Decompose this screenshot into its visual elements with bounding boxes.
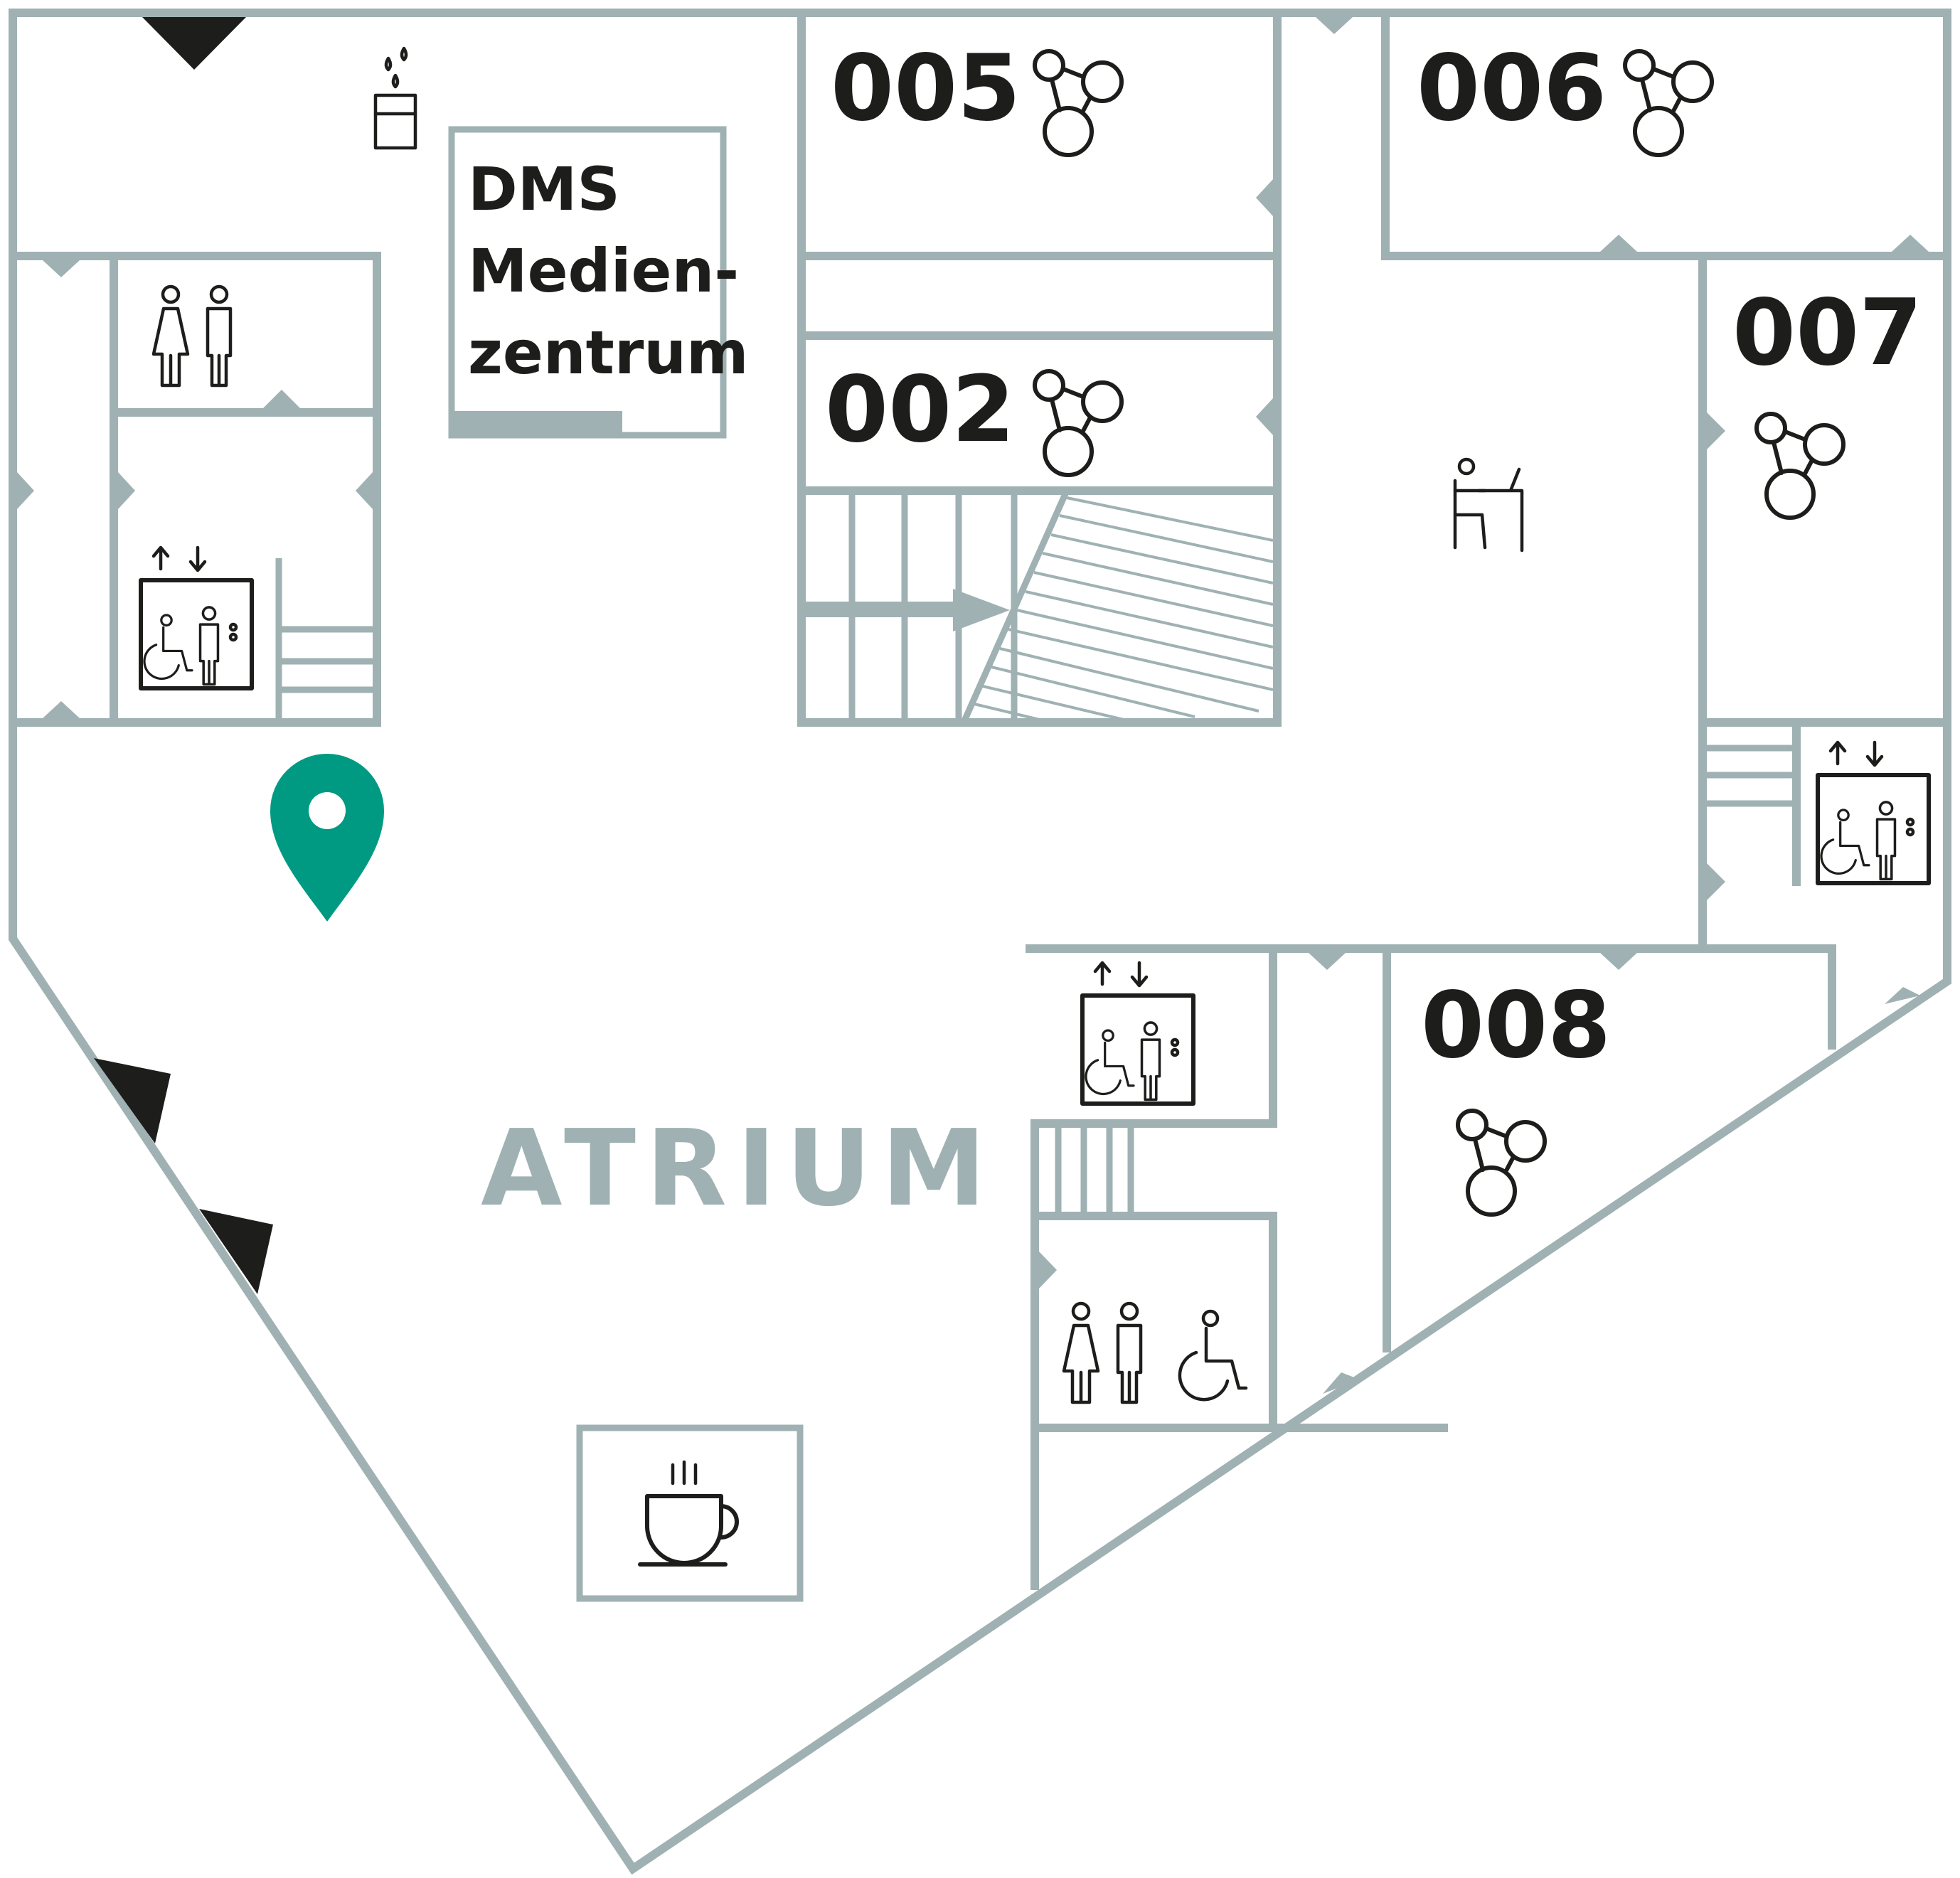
room-006-label[interactable]: 006	[1417, 36, 1607, 142]
room-008-label[interactable]: 008	[1421, 973, 1611, 1079]
restroom-accessible-icon	[1180, 1311, 1246, 1399]
network-nodes-icon	[1458, 1111, 1545, 1215]
network-nodes-icon	[1625, 51, 1712, 155]
room-002-label[interactable]: 002	[825, 357, 1015, 463]
media-center-line3: zentrum	[468, 318, 749, 388]
entrance-triangle-icon	[94, 17, 273, 1294]
room-007-label[interactable]: 007	[1732, 280, 1922, 386]
right-stairs	[1703, 745, 1796, 807]
cafe-box	[576, 1424, 804, 1602]
lower-stairs	[1055, 1124, 1134, 1216]
accessible-elevator-icon	[141, 548, 252, 688]
lower-right-walls	[1026, 944, 1836, 1590]
network-nodes-icon	[1035, 51, 1122, 155]
left-service-walls	[9, 252, 381, 727]
network-nodes-icon	[1757, 414, 1843, 518]
left-stairs	[275, 558, 377, 722]
room-005-label[interactable]: 005	[831, 36, 1021, 142]
restroom-man-icon	[208, 287, 230, 385]
restroom-man-icon	[1118, 1303, 1141, 1402]
coffee-cup-icon	[638, 1460, 739, 1567]
workstation-icon	[1453, 457, 1524, 553]
central-stairs	[804, 489, 1274, 724]
building-outline	[9, 9, 1951, 1875]
middle-block-walls	[797, 9, 1282, 727]
atrium-label: ATRIUM	[481, 1107, 996, 1229]
drinking-water-icon	[373, 46, 417, 150]
network-nodes-icon	[1035, 371, 1122, 475]
media-center[interactable]: DMS Medien- zentrum	[448, 126, 749, 439]
accessible-elevator-icon	[1818, 742, 1929, 883]
restroom-woman-icon	[1064, 1303, 1098, 1402]
media-center-line2: Medien-	[468, 236, 739, 306]
door-markers	[17, 17, 1929, 1394]
right-block-walls	[1381, 9, 1951, 953]
accessible-elevator-icon	[1082, 963, 1193, 1104]
media-center-line1: DMS	[468, 154, 620, 224]
location-pin-icon[interactable]	[270, 754, 384, 922]
restroom-woman-icon	[154, 287, 188, 385]
